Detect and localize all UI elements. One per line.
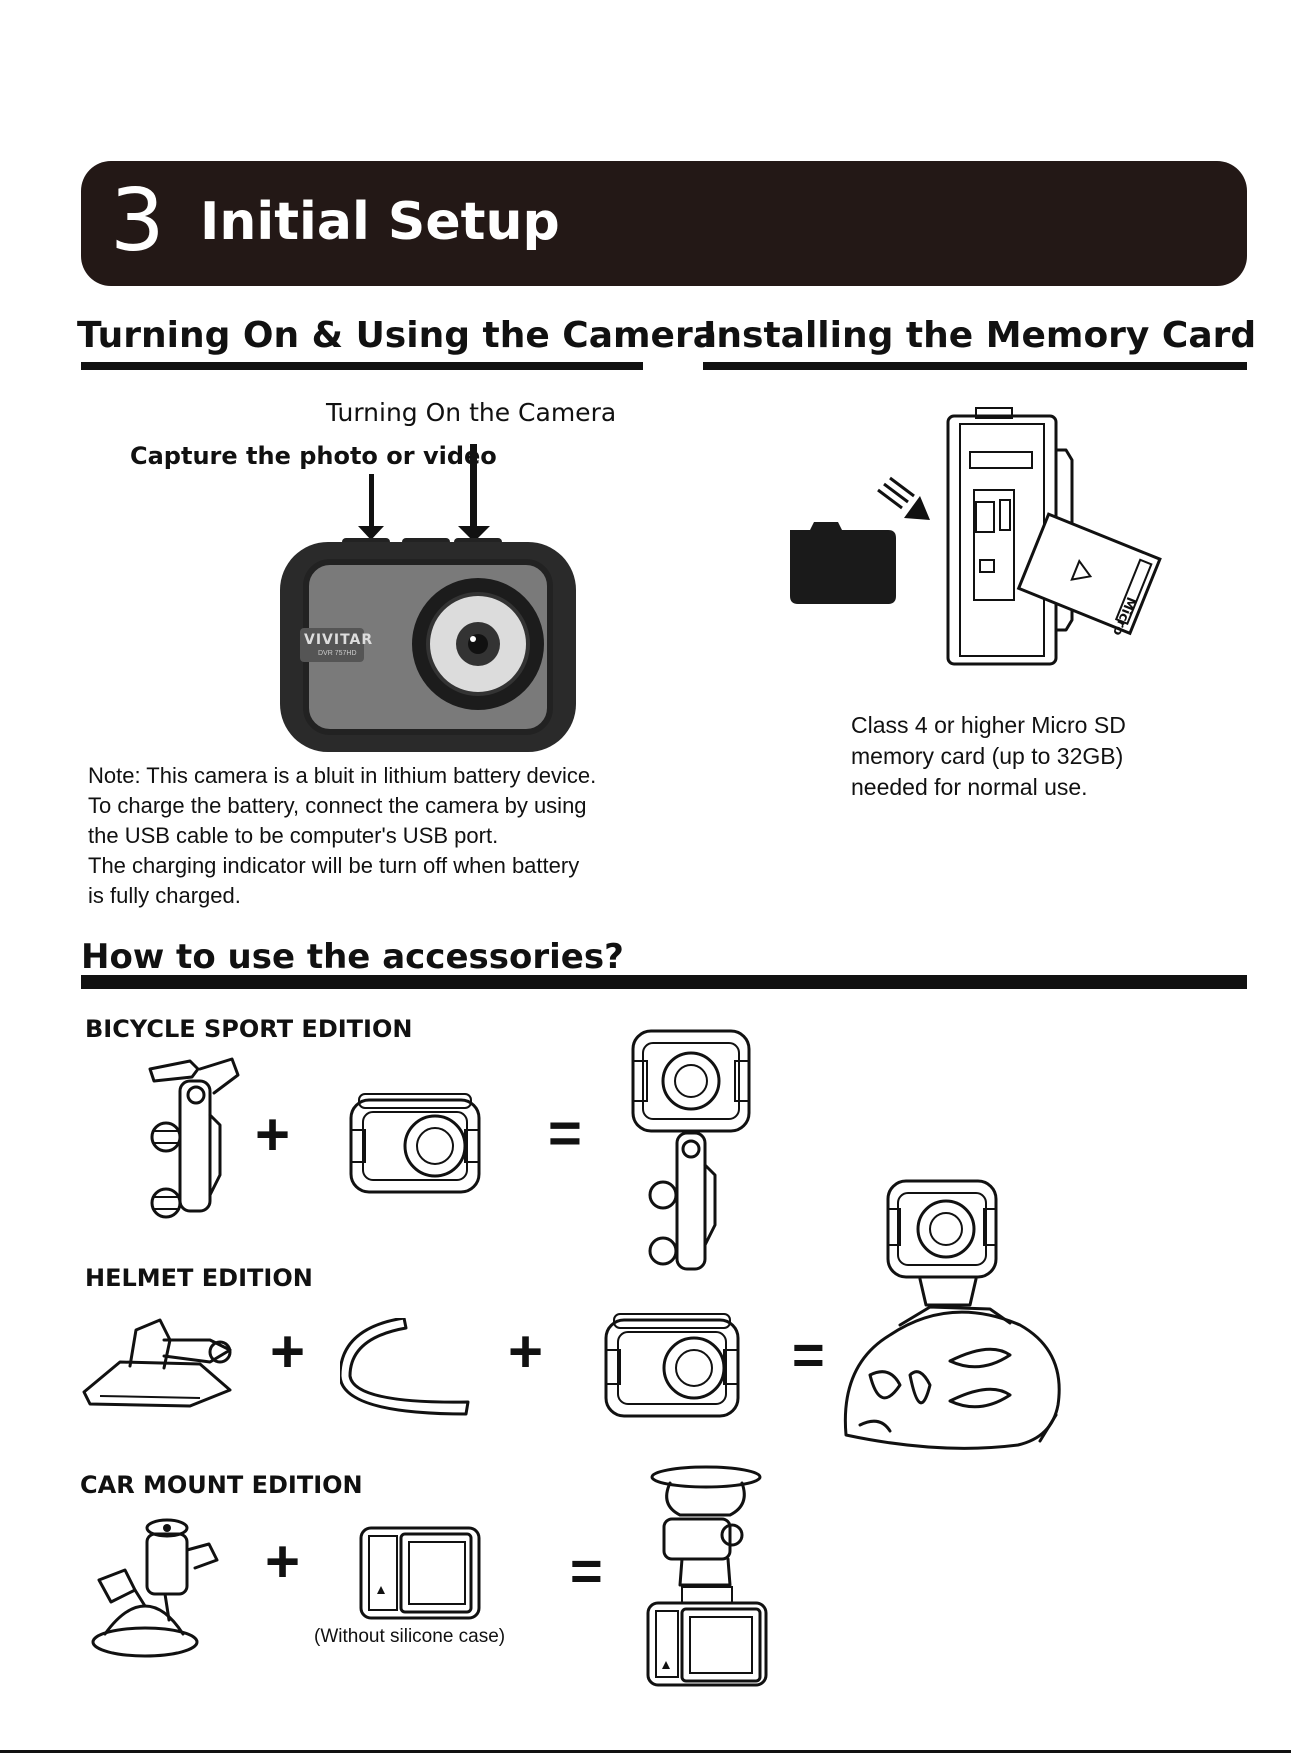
arrow-down-icon (458, 444, 490, 542)
equals-sign: = (548, 1105, 582, 1163)
accessories-rule (81, 975, 1247, 989)
bicycle-assembled-icon (625, 1025, 755, 1275)
camera-illustration (240, 430, 620, 760)
camera-brand-text: VIVITAR (304, 632, 373, 648)
section-title: Initial Setup (200, 196, 560, 248)
turning-on-rule (81, 362, 643, 370)
micro-sd-card-icon (790, 522, 896, 604)
without-case-caption: (Without silicone case) (314, 1626, 505, 1648)
bicycle-edition-title: BICYCLE SPORT EDITION (85, 1017, 412, 1041)
requirement-line: needed for normal use. (851, 772, 1126, 803)
plus-sign: + (265, 1532, 300, 1592)
memory-card-requirements: Class 4 or higher Micro SD memory card (… (851, 710, 1126, 803)
equals-sign: = (570, 1543, 603, 1599)
note-line: The charging indicator will be turn off … (88, 851, 648, 881)
arrow-down-icon (358, 474, 384, 540)
adhesive-strap-icon (340, 1318, 480, 1418)
car-mount-icon (85, 1510, 235, 1660)
memory-card-rule (703, 362, 1247, 370)
requirement-line: Class 4 or higher Micro SD (851, 710, 1126, 741)
label-power-button: Turning On the Camera (326, 400, 616, 425)
car-mount-assembled-icon (630, 1465, 780, 1690)
accessories-heading: How to use the accessories? (81, 940, 624, 974)
camera-cased-icon (345, 1090, 485, 1200)
camera-cased-icon (600, 1310, 745, 1425)
helmet-assembled-icon (840, 1175, 1070, 1450)
plus-sign: + (508, 1322, 543, 1382)
note-line: the USB cable to be computer's USB port. (88, 821, 648, 851)
camera-model-text: DVR 757HD (318, 650, 357, 657)
memory-card-illustration: Micro (780, 400, 1200, 680)
memory-card-heading: Installing the Memory Card (703, 318, 1256, 354)
note-line: Note: This camera is a bluit in lithium … (88, 761, 648, 791)
insert-arrow-icon (878, 478, 930, 520)
bicycle-mount-icon (140, 1055, 250, 1235)
section-number: 3 (110, 178, 165, 264)
note-line: is fully charged. (88, 881, 648, 911)
camera-bare-icon (355, 1522, 485, 1622)
equals-sign: = (792, 1327, 825, 1383)
turning-on-heading: Turning On & Using the Camera (77, 318, 717, 354)
note-line: To charge the battery, connect the camer… (88, 791, 648, 821)
plus-sign: + (270, 1322, 305, 1382)
sd-card-icon (1019, 514, 1160, 633)
requirement-line: memory card (up to 32GB) (851, 741, 1126, 772)
helmet-mount-icon (80, 1310, 240, 1410)
charging-note: Note: This camera is a bluit in lithium … (88, 761, 648, 911)
plus-sign: + (255, 1105, 290, 1165)
helmet-edition-title: HELMET EDITION (85, 1266, 313, 1290)
car-mount-edition-title: CAR MOUNT EDITION (80, 1473, 363, 1497)
